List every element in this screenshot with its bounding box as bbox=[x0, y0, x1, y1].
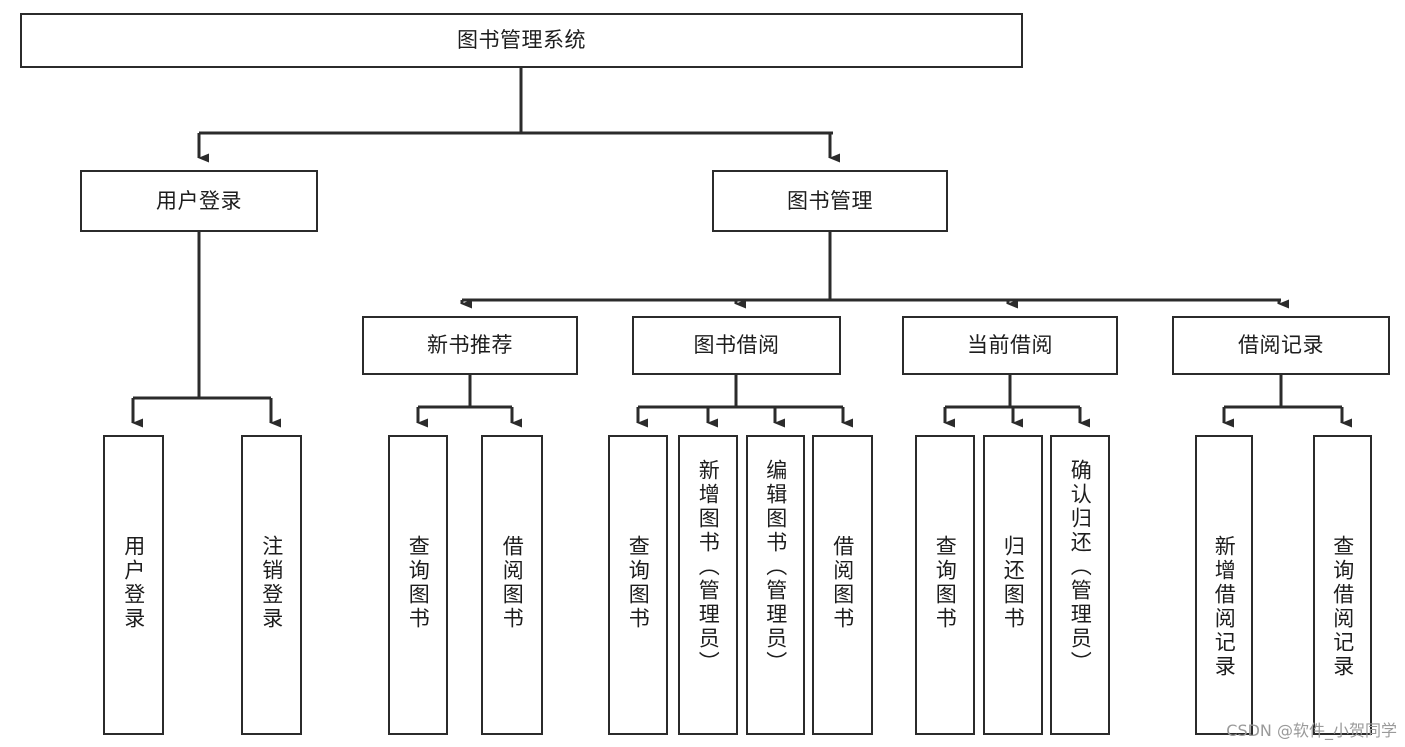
node-label: 当前借阅 bbox=[967, 333, 1053, 358]
node-borrow-record[interactable]: 借阅记录 bbox=[1172, 316, 1390, 375]
node-label: 新书推荐 bbox=[427, 333, 513, 358]
node-new-book-recommend[interactable]: 新书推荐 bbox=[362, 316, 578, 375]
node-label: 借阅图书 bbox=[830, 535, 855, 631]
node-leaf-logout[interactable]: 注销登录 bbox=[241, 435, 302, 735]
node-label: 借阅图书 bbox=[500, 535, 525, 631]
node-leaf-edit-book-admin[interactable]: 编辑图书（管理员） bbox=[746, 435, 805, 735]
node-leaf-query-book-1[interactable]: 查询图书 bbox=[388, 435, 448, 735]
node-label: 查询借阅记录 bbox=[1330, 535, 1355, 679]
csdn-watermark: CSDN @软件_小贺同学 bbox=[1226, 721, 1397, 740]
node-leaf-add-book-admin[interactable]: 新增图书（管理员） bbox=[678, 435, 738, 735]
node-label: 图书管理系统 bbox=[457, 28, 586, 53]
node-label: 确认归还（管理员） bbox=[1068, 459, 1093, 675]
node-leaf-query-borrow-record[interactable]: 查询借阅记录 bbox=[1313, 435, 1372, 735]
node-leaf-confirm-return-admin[interactable]: 确认归还（管理员） bbox=[1050, 435, 1110, 735]
node-book-manage[interactable]: 图书管理 bbox=[712, 170, 948, 232]
node-leaf-query-book-2[interactable]: 查询图书 bbox=[608, 435, 668, 735]
node-leaf-add-borrow-record[interactable]: 新增借阅记录 bbox=[1195, 435, 1253, 735]
node-label: 注销登录 bbox=[259, 535, 284, 631]
node-root-system[interactable]: 图书管理系统 bbox=[20, 13, 1023, 68]
node-leaf-borrow-book-2[interactable]: 借阅图书 bbox=[812, 435, 873, 735]
node-label: 查询图书 bbox=[406, 535, 431, 631]
node-label: 图书借阅 bbox=[693, 333, 780, 358]
node-user-login[interactable]: 用户登录 bbox=[80, 170, 318, 232]
node-leaf-borrow-book-1[interactable]: 借阅图书 bbox=[481, 435, 543, 735]
node-label: 查询图书 bbox=[626, 535, 651, 631]
node-book-borrow[interactable]: 图书借阅 bbox=[632, 316, 841, 375]
node-label: 用户登录 bbox=[121, 535, 146, 631]
node-label: 用户登录 bbox=[156, 188, 242, 213]
node-label: 新增图书（管理员） bbox=[696, 459, 721, 675]
node-current-borrow[interactable]: 当前借阅 bbox=[902, 316, 1118, 375]
node-label: 归还图书 bbox=[1001, 535, 1026, 631]
node-label: 借阅记录 bbox=[1238, 333, 1324, 358]
node-leaf-user-login[interactable]: 用户登录 bbox=[103, 435, 164, 735]
node-leaf-return-book[interactable]: 归还图书 bbox=[983, 435, 1043, 735]
node-label: 编辑图书（管理员） bbox=[763, 459, 788, 675]
node-label: 新增借阅记录 bbox=[1212, 535, 1237, 679]
node-label: 图书管理 bbox=[787, 188, 873, 213]
node-leaf-query-book-3[interactable]: 查询图书 bbox=[915, 435, 975, 735]
node-label: 查询图书 bbox=[933, 535, 958, 631]
